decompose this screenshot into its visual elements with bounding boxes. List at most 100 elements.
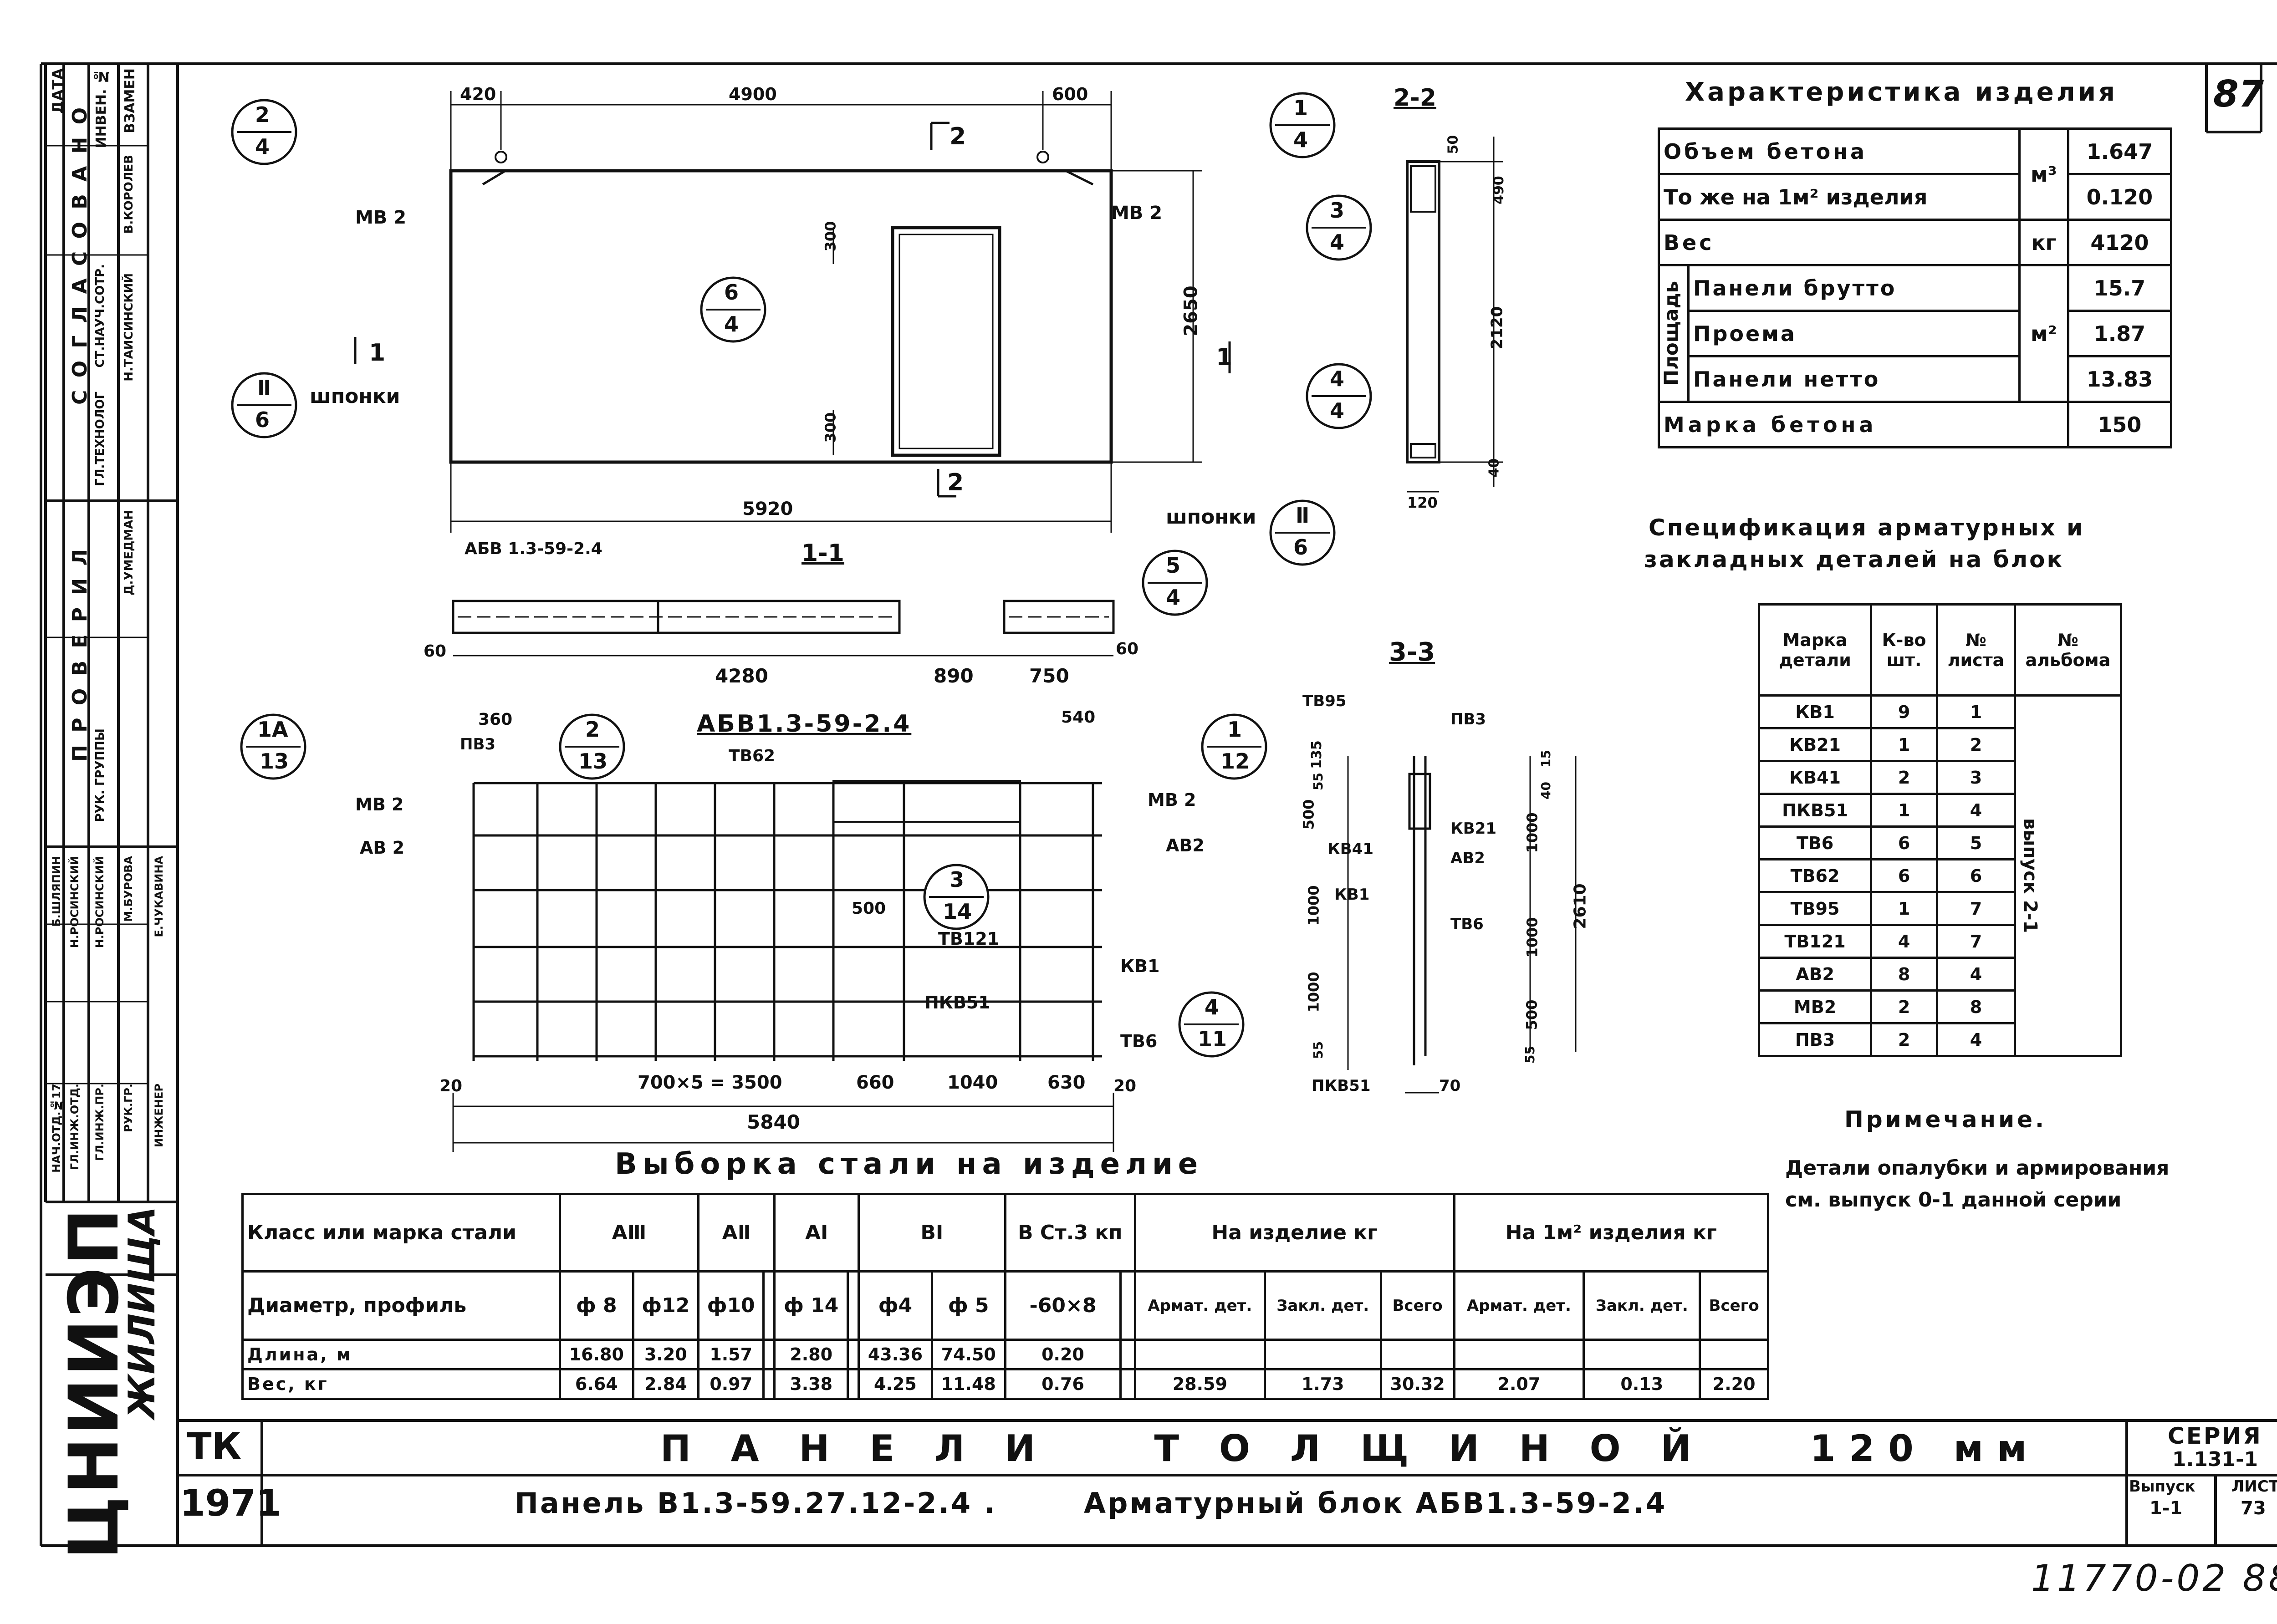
spec-cell: КВ1	[1757, 694, 1873, 729]
steel-weight: 11.48	[930, 1368, 1006, 1400]
steel-len	[1263, 1339, 1382, 1370]
dim-label: 660	[856, 1072, 894, 1093]
spec-table: Марка детали К-во шт. № листа № альбома …	[1757, 603, 2123, 1057]
series-label: СЕРИЯ	[2168, 1423, 2262, 1449]
steel-diam: ф 5	[930, 1270, 1006, 1341]
spec-cell: 3	[1936, 760, 2016, 795]
char-label: Вес	[1658, 219, 2021, 266]
spec-cell: МВ2	[1757, 989, 1873, 1024]
steel-len	[1453, 1339, 1585, 1370]
dim-label: 1000	[1523, 812, 1541, 853]
spec-cell: 7	[1936, 891, 2016, 926]
steel-diam: ф10	[697, 1270, 765, 1341]
bubble-bottom: 11	[1198, 1027, 1227, 1051]
label-keys: шпонки	[310, 385, 400, 408]
bubble-top: 1А	[257, 717, 288, 742]
tk-label: ТК	[187, 1425, 241, 1467]
steel-len	[1583, 1339, 1701, 1370]
rebar-label: ПВ3	[460, 735, 496, 753]
bubble-bottom: 6	[255, 407, 270, 432]
steel-sub: Всего	[1379, 1270, 1455, 1341]
spec-cell: 8	[1870, 957, 1939, 992]
bubble-bottom: 12	[1220, 749, 1250, 774]
steel-weight: 0.13	[1583, 1368, 1701, 1400]
bubble-bottom: 4	[1166, 585, 1181, 610]
steel-diam: ф4	[858, 1270, 933, 1341]
char-label: Марка бетона	[1658, 401, 2069, 448]
dim-label: 420	[460, 84, 496, 104]
bubble-top: 1	[1227, 717, 1242, 742]
rebar-label: АВ 2	[360, 838, 405, 858]
steel-len	[1119, 1339, 1136, 1370]
section-title: 1-1	[802, 540, 844, 567]
rebar-label: МВ 2	[1148, 790, 1196, 810]
dim-label: 5840	[747, 1111, 800, 1133]
steel-weight	[1119, 1368, 1136, 1400]
note-line-2: см. выпуск 0-1 данной серии	[1785, 1188, 2122, 1212]
steel-table: Класс или марка стали АⅢ АⅡ АⅠ ВⅠ В Ст.3…	[241, 1193, 1770, 1400]
year-label: 1971	[180, 1482, 281, 1524]
spec-header: К-во шт.	[1870, 603, 1939, 697]
rebar-label: ТВ121	[938, 929, 1000, 949]
steel-len: 74.50	[930, 1339, 1006, 1370]
dim-label: 500	[1300, 799, 1317, 830]
bubble-top: Ⅱ	[257, 376, 271, 400]
steel-weight: 30.32	[1379, 1368, 1455, 1400]
spec-title-2: закладных деталей на блок	[1644, 546, 2064, 573]
steel-sub: Закл. дет.	[1263, 1270, 1382, 1341]
dim-label: 890	[934, 665, 974, 687]
bubble-top: 4	[1330, 367, 1345, 391]
rebar-label: КВ41	[1327, 840, 1374, 858]
steel-weight: 2.20	[1699, 1368, 1769, 1400]
char-value: 150	[2067, 401, 2173, 448]
dim-label: 5920	[742, 499, 793, 519]
steel-sub: Всего	[1699, 1270, 1769, 1341]
char-unit: кг	[2018, 219, 2069, 266]
steel-len	[1699, 1339, 1769, 1370]
steel-diam	[847, 1270, 860, 1341]
bubble-top: 6	[724, 280, 739, 305]
char-label: То же на 1м² изделия	[1658, 173, 2021, 221]
steel-weight	[847, 1368, 860, 1400]
cut-mark: 2	[947, 469, 964, 496]
spec-cell: ТВ62	[1757, 858, 1873, 893]
spec-cell: 2	[1870, 760, 1939, 795]
spec-header: № листа	[1936, 603, 2016, 697]
dim-label: 20	[439, 1077, 463, 1095]
spec-cell: 4	[1936, 793, 2016, 828]
steel-len	[847, 1339, 860, 1370]
steel-diam: ф 8	[558, 1270, 634, 1341]
spec-cell: ТВ121	[1757, 924, 1873, 959]
section-title: 3-3	[1389, 637, 1435, 667]
dim-label: 1000	[1305, 972, 1322, 1013]
dim-label: 750	[1029, 665, 1069, 687]
archive-stamp: 11770-02 88	[2031, 1557, 2277, 1599]
sheet-label: ЛИСТ	[2231, 1477, 2277, 1496]
cut-mark: 1	[369, 339, 386, 367]
steel-weight: 2.07	[1453, 1368, 1585, 1400]
rebar-label: ТВ62	[729, 747, 776, 765]
steel-weight: 1.73	[1263, 1368, 1382, 1400]
char-unit: м³	[2018, 127, 2069, 221]
char-value: 1.87	[2067, 310, 2173, 357]
spec-header: Марка детали	[1757, 603, 1873, 697]
spec-cell: 4	[1870, 924, 1939, 959]
spec-cell: ТВ95	[1757, 891, 1873, 926]
spec-header: № альбома	[2013, 603, 2123, 697]
spec-cell: 6	[1870, 858, 1939, 893]
spec-cell: АВ2	[1757, 957, 1873, 992]
dim-label: 600	[1052, 84, 1088, 104]
steel-weight	[762, 1368, 776, 1400]
steel-weight: 0.76	[1004, 1368, 1122, 1400]
dim-label: 2610	[1571, 883, 1590, 929]
rebar-label: КВ1	[1120, 956, 1160, 976]
bubble-top: 3	[1330, 198, 1345, 223]
spec-cell: 9	[1870, 694, 1939, 729]
char-unit: м²	[2018, 264, 2069, 403]
bubble-top: 5	[1166, 553, 1181, 578]
bubble-top: 1	[1293, 96, 1308, 120]
bubble-top: 4	[1205, 995, 1220, 1019]
drawing-subtitle-left: Панель В1.3-59.27.12-2.4 .	[515, 1487, 997, 1520]
steel-weight: 28.59	[1133, 1368, 1266, 1400]
